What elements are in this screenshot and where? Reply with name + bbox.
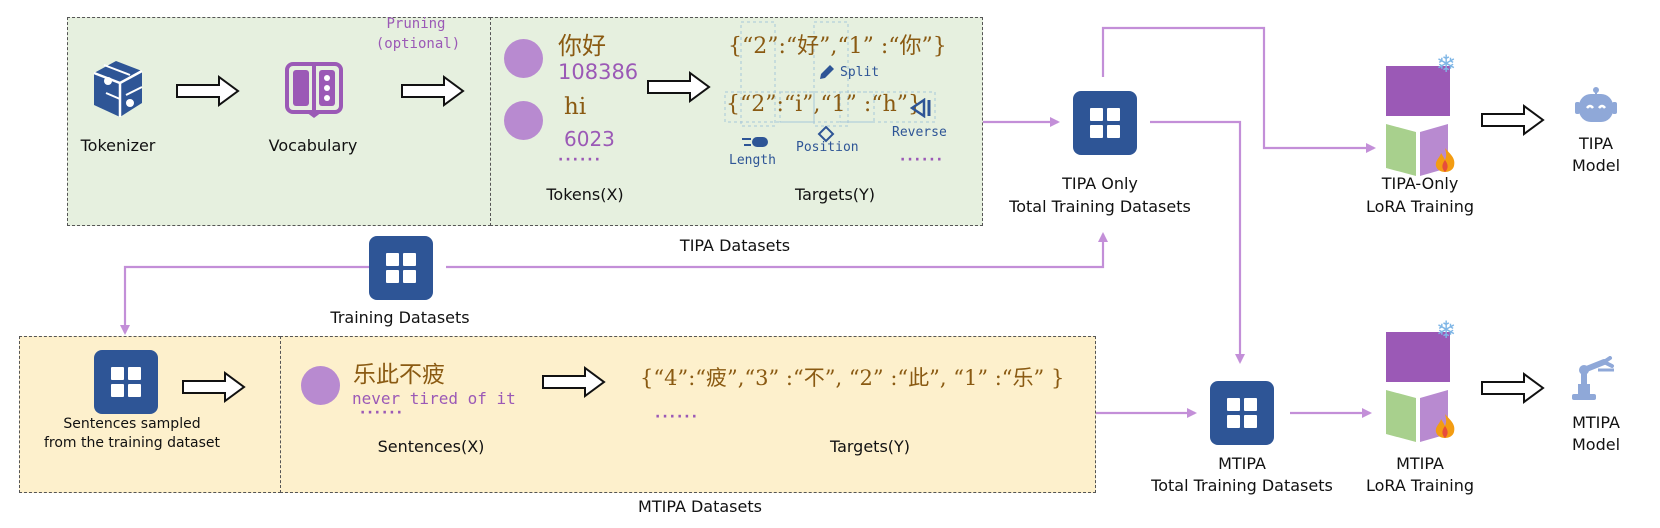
training-datasets-label: Training Datasets — [330, 308, 470, 327]
target-dashed-boxes — [724, 21, 936, 127]
hollow-arrow-icon — [182, 371, 246, 403]
sampled-label-line1: Sentences sampled — [63, 416, 201, 432]
vocabulary-label: Vocabulary — [268, 136, 358, 155]
pruning-optional-label: (optional) — [375, 36, 461, 52]
mtipa-datasets-icon — [1210, 381, 1274, 445]
mtipa-datasets-line1: MTIPA — [1218, 454, 1266, 473]
hollow-arrow-icon — [647, 71, 711, 103]
tipa-datasets-caption: TIPA Datasets — [679, 236, 791, 255]
fire-icon — [1435, 414, 1455, 438]
snowflake-icon: ❄ — [1436, 316, 1457, 344]
tokenizer-icon — [93, 61, 143, 117]
sentence-bullet — [301, 366, 340, 405]
token-bullet — [504, 101, 543, 140]
mtipa-lora-icon — [1386, 332, 1450, 442]
targets-label: Targets(Y) — [794, 185, 876, 204]
vocabulary-book-icon — [285, 62, 343, 118]
tokens-ellipsis: ······ — [558, 152, 602, 168]
tipa-model-line1: TIPA — [1578, 134, 1614, 153]
training-datasets-icon — [369, 236, 433, 300]
sampled-label-line2: from the training dataset — [43, 435, 221, 451]
target2-text: {“2”:“i”,“1” :“h”} — [726, 92, 922, 117]
tipa-only-datasets-line1: TIPA Only — [1062, 174, 1138, 193]
mtipa-datasets-line2: Total Training Datasets — [1151, 476, 1333, 495]
tipa-only-datasets-line2: Total Training Datasets — [1009, 197, 1191, 216]
hollow-arrow-icon — [401, 75, 465, 107]
token2-id: 6023 — [564, 127, 615, 151]
length-icon — [742, 137, 768, 147]
token-bullet — [504, 39, 543, 78]
length-label: Length — [729, 153, 776, 168]
sampled-datasets-icon — [94, 350, 158, 414]
tipa-model-line2: Model — [1571, 156, 1621, 175]
reverse-icon — [910, 98, 931, 118]
hollow-arrow-icon — [1481, 372, 1545, 404]
robot-arm-icon — [1572, 356, 1614, 400]
robot-head-icon — [1575, 87, 1617, 122]
token1-id: 108386 — [558, 60, 639, 84]
snowflake-icon: ❄ — [1436, 50, 1457, 78]
position-icon — [817, 125, 835, 143]
targets-ellipsis: ······ — [900, 152, 944, 168]
mtipa-model-line1: MTIPA — [1572, 413, 1620, 432]
split-label: Split — [840, 65, 880, 80]
hollow-arrow-icon — [542, 366, 606, 398]
sentence-english: never tired of it — [352, 389, 516, 408]
tipa-left-panel — [67, 17, 491, 226]
mtipa-right-panel — [280, 336, 1096, 493]
fire-icon — [1435, 148, 1455, 172]
sentences-label: Sentences(X) — [377, 437, 485, 456]
position-label: Position — [796, 140, 859, 155]
mtipa-target-text: {“4”:“疲”,“3” :“不”, “2” :“此”, “1” :“乐” } — [640, 366, 1065, 390]
tipa-lora-line2: LoRA Training — [1365, 197, 1475, 216]
pruning-label: Pruning — [386, 16, 446, 32]
target1-text: {“2”:“好”,“1” :“你”} — [728, 34, 947, 59]
mtipa-targets-label: Targets(Y) — [829, 437, 911, 456]
mtipa-model-line2: Model — [1571, 435, 1621, 454]
tokenizer-label: Tokenizer — [80, 136, 156, 155]
sentence-chars: 乐此不疲 — [353, 362, 445, 388]
mtipa-lora-line2: LoRA Training — [1365, 476, 1475, 495]
mtipa-datasets-caption: MTIPA Datasets — [638, 497, 762, 516]
tipa-lora-line1: TIPA-Only — [1381, 174, 1459, 193]
sentences-ellipsis: ······ — [360, 405, 404, 421]
tipa-only-datasets-icon — [1073, 91, 1137, 155]
mtipa-targets-ellipsis: ······ — [655, 409, 699, 425]
pen-icon — [820, 65, 834, 79]
hollow-arrow-icon — [1481, 104, 1545, 136]
hollow-arrow-icon — [176, 75, 240, 107]
mtipa-lora-line1: MTIPA — [1396, 454, 1444, 473]
token2-chars: hi — [564, 94, 587, 120]
tokens-label: Tokens(X) — [546, 185, 624, 204]
token1-chars: 你好 — [558, 32, 606, 60]
reverse-label: Reverse — [892, 125, 947, 140]
